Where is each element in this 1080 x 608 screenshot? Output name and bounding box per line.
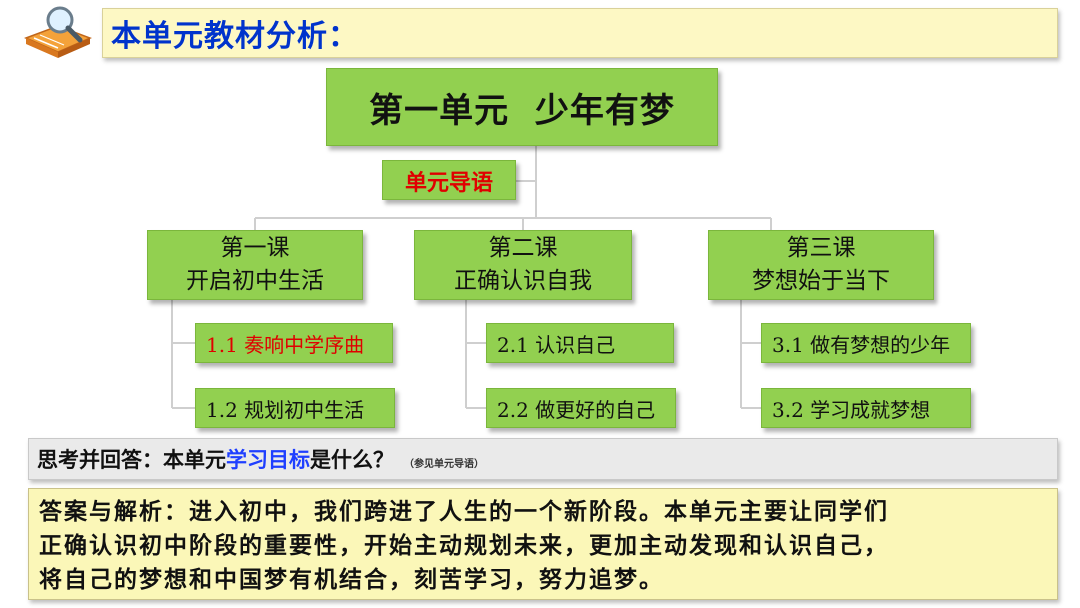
section-3-1-label: 3.1 做有梦想的少年 bbox=[772, 332, 951, 357]
section-1-2-box: 1.2 规划初中生活 bbox=[195, 388, 395, 428]
answer-box: 答案与解析：进入初中，我们跨进了人生的一个新阶段。本单元主要让同学们 正确认识初… bbox=[28, 488, 1058, 600]
section-2-2-label: 2.2 做更好的自己 bbox=[497, 397, 656, 422]
lesson-2-number: 第二课 bbox=[488, 235, 558, 261]
lesson-1-title: 开启初中生活 bbox=[186, 268, 324, 294]
question-prefix: 思考并回答：本单元 bbox=[37, 448, 226, 472]
question-highlight: 学习目标 bbox=[226, 448, 310, 472]
page-title: 本单元教材分析： bbox=[111, 19, 359, 54]
section-3-2-label: 3.2 学习成就梦想 bbox=[772, 397, 931, 422]
section-2-1-label: 2.1 认识自己 bbox=[497, 332, 616, 357]
section-1-1-label: 1.1 奏响中学序曲 bbox=[206, 332, 365, 357]
unit-guide-box: 单元导语 bbox=[382, 160, 516, 200]
lesson-3-title: 梦想始于当下 bbox=[752, 268, 890, 294]
lesson-1-number: 第一课 bbox=[220, 235, 290, 261]
section-1-1-box: 1.1 奏响中学序曲 bbox=[195, 323, 393, 363]
lesson-2-box: 第二课 正确认识自我 bbox=[414, 230, 632, 300]
answer-line-1: 答案与解析：进入初中，我们跨进了人生的一个新阶段。本单元主要让同学们 bbox=[39, 498, 889, 525]
lesson-1-box: 第一课 开启初中生活 bbox=[147, 230, 363, 300]
lesson-2-title: 正确认识自我 bbox=[454, 268, 592, 294]
unit-guide-label: 单元导语 bbox=[404, 170, 493, 196]
magnifier-on-book-icon bbox=[20, 4, 96, 60]
question-bar: 思考并回答：本单元 学习目标 是什么？ （参见单元导语） bbox=[28, 438, 1058, 480]
lesson-3-number: 第三课 bbox=[786, 235, 856, 261]
question-note: （参见单元导语） bbox=[404, 458, 484, 470]
title-banner: 本单元教材分析： bbox=[102, 8, 1058, 58]
answer-line-3: 将自己的梦想和中国梦有机结合，刻苦学习，努力追梦。 bbox=[39, 566, 664, 593]
unit-title: 第一单元 少年有梦 bbox=[369, 90, 675, 131]
answer-line-2: 正确认识初中阶段的重要性，开始主动规划未来，更加主动发现和认识自己， bbox=[39, 532, 889, 559]
lesson-3-box: 第三课 梦想始于当下 bbox=[708, 230, 934, 300]
section-2-1-box: 2.1 认识自己 bbox=[486, 323, 674, 363]
section-1-2-label: 1.2 规划初中生活 bbox=[206, 397, 365, 422]
question-suffix: 是什么？ bbox=[310, 448, 394, 472]
unit-title-box: 第一单元 少年有梦 bbox=[326, 68, 718, 146]
section-2-2-box: 2.2 做更好的自己 bbox=[486, 388, 676, 428]
section-3-1-box: 3.1 做有梦想的少年 bbox=[761, 323, 971, 363]
section-3-2-box: 3.2 学习成就梦想 bbox=[761, 388, 971, 428]
